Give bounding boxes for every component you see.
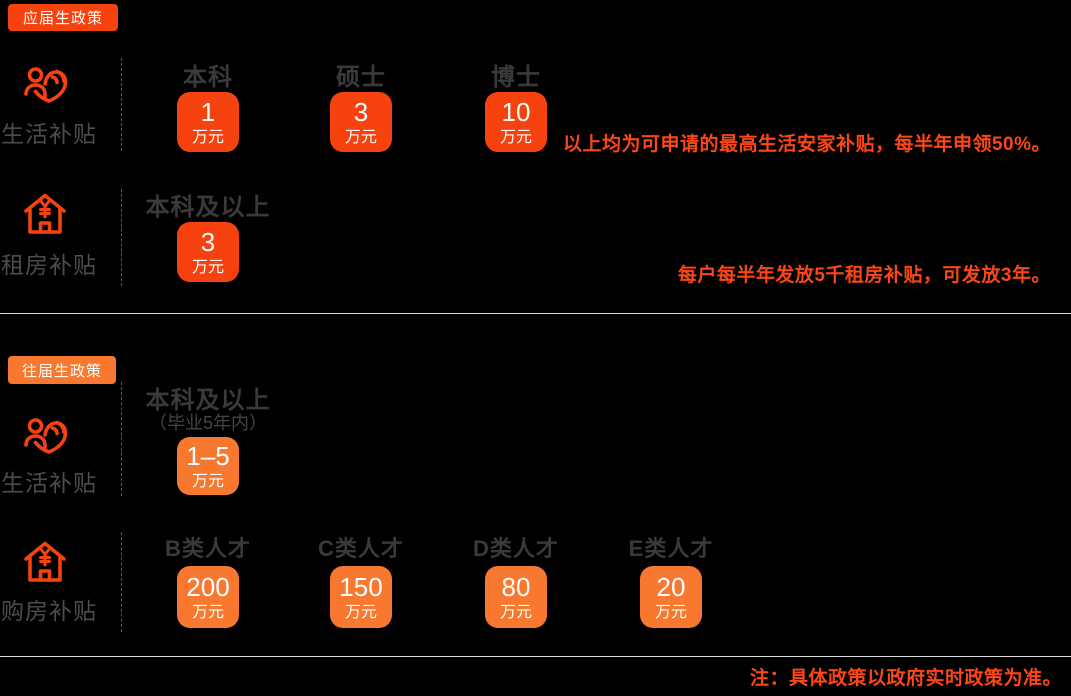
value-unit: 万元 xyxy=(191,472,224,490)
value-unit: 万元 xyxy=(499,603,532,621)
value-unit: 万元 xyxy=(191,603,224,621)
previous-graduate-policy-badge: 往届生政策 xyxy=(8,356,116,384)
column-subheader-within-5-years: （毕业5年内） xyxy=(148,413,267,433)
row-label-purchase-subsidy: 购房补贴 xyxy=(1,598,97,624)
value-box-e-talent: 20 万元 xyxy=(640,566,702,628)
value-amount: 1 xyxy=(200,96,216,127)
section-divider xyxy=(0,313,1071,314)
value-box-bachelor: 1 万元 xyxy=(177,92,239,152)
column-header-b-talent: B类人才 xyxy=(165,536,251,561)
value-box-d-talent: 80 万元 xyxy=(485,566,547,628)
row-label-rent-subsidy: 租房补贴 xyxy=(1,252,97,278)
dashed-divider xyxy=(121,382,122,496)
column-header-bachelor: 本科 xyxy=(183,64,233,91)
value-unit: 万元 xyxy=(654,603,687,621)
value-unit: 万元 xyxy=(191,258,224,276)
value-amount: 1–5 xyxy=(186,440,230,471)
column-header-e-talent: E类人才 xyxy=(628,536,714,561)
value-box-rent: 3 万元 xyxy=(177,222,239,282)
rent-subsidy-note: 每户每半年发放5千租房补贴，可发放3年。 xyxy=(677,265,1051,286)
value-amount: 3 xyxy=(200,226,216,257)
footer-divider xyxy=(0,656,1071,657)
column-header-bachelor-and-above: 本科及以上 xyxy=(145,194,271,221)
value-unit: 万元 xyxy=(499,128,532,146)
value-box-b-talent: 200 万元 xyxy=(177,566,239,628)
column-header-bachelor-and-above: 本科及以上 xyxy=(145,387,271,414)
fresh-graduate-policy-badge: 应届生政策 xyxy=(8,4,118,31)
value-amount: 3 xyxy=(353,96,369,127)
column-header-phd: 博士 xyxy=(491,64,541,91)
row-label-living-subsidy: 生活补贴 xyxy=(1,121,97,147)
footer-disclaimer-note: 注：具体政策以政府实时政策为准。 xyxy=(749,668,1062,689)
column-header-master: 硕士 xyxy=(336,64,386,91)
badge-label: 应届生政策 xyxy=(22,10,103,27)
value-amount: 80 xyxy=(501,571,531,602)
value-amount: 20 xyxy=(656,571,686,602)
value-unit: 万元 xyxy=(191,128,224,146)
value-unit: 万元 xyxy=(344,128,377,146)
value-amount: 10 xyxy=(501,96,531,127)
dashed-divider xyxy=(121,532,122,632)
value-amount: 200 xyxy=(186,571,230,602)
dashed-divider xyxy=(121,58,122,151)
house-yen-icon xyxy=(24,193,66,234)
badge-label: 往届生政策 xyxy=(21,362,102,380)
value-box-c-talent: 150 万元 xyxy=(330,566,392,628)
living-subsidy-note: 以上均为可申请的最高生活安家补贴，每半年申领50%。 xyxy=(562,134,1051,155)
value-box-master: 3 万元 xyxy=(330,92,392,152)
value-box-phd: 10 万元 xyxy=(485,92,547,152)
person-heart-icon xyxy=(24,418,68,454)
dashed-divider xyxy=(121,189,122,286)
column-header-c-talent: C类人才 xyxy=(318,536,404,561)
value-unit: 万元 xyxy=(344,603,377,621)
column-header-d-talent: D类人才 xyxy=(473,536,559,561)
house-yen-icon xyxy=(24,541,66,582)
person-heart-icon xyxy=(24,67,68,103)
value-box-living-previous: 1–5 万元 xyxy=(177,437,239,495)
value-amount: 150 xyxy=(339,571,383,602)
row-label-living-subsidy: 生活补贴 xyxy=(1,470,97,496)
